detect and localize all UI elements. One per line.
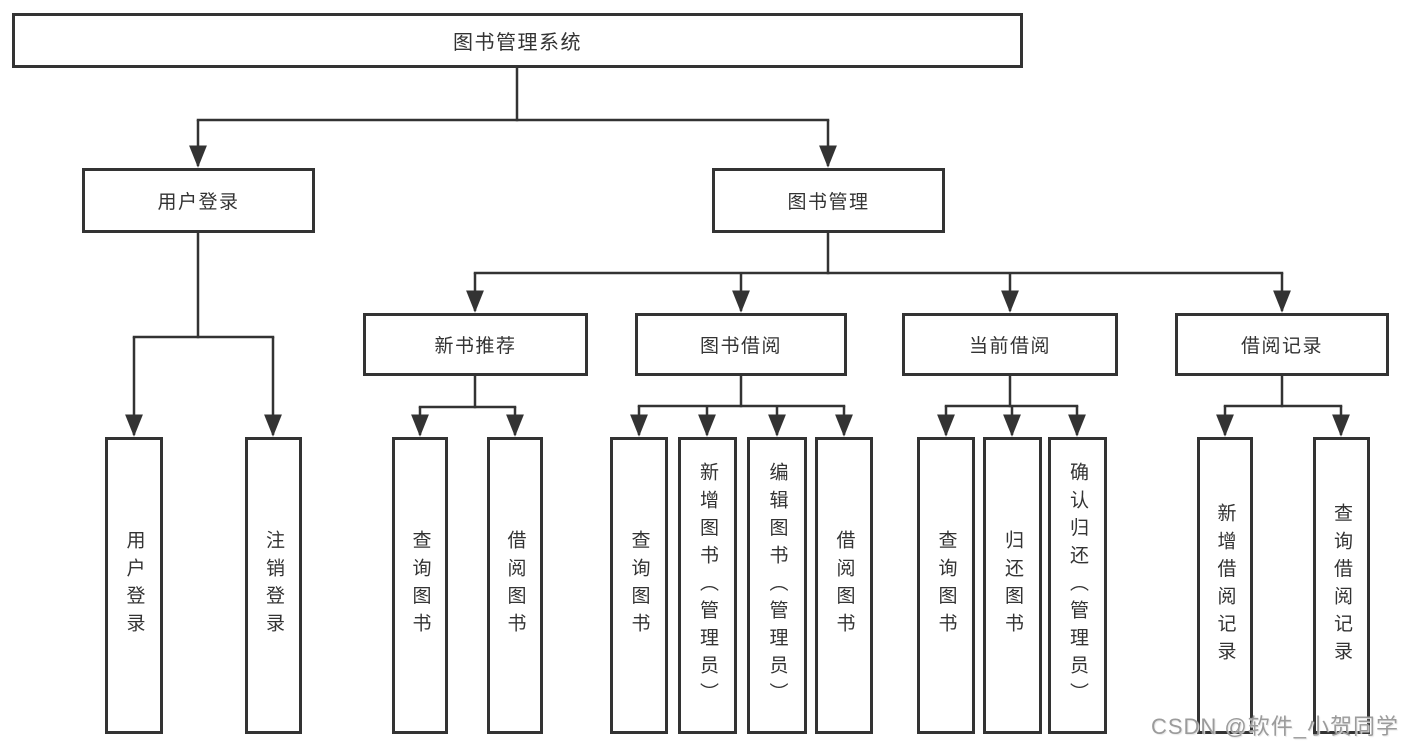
leaf-label: 注销登录 bbox=[263, 530, 284, 641]
leaf-query-books-borrowing: 查询图书 bbox=[610, 437, 668, 734]
leaf-label: 用户登录 bbox=[123, 530, 145, 641]
leaf-query-borrow-record: 查询借阅记录 bbox=[1313, 437, 1370, 734]
leaf-label: 新增图书（管理员） bbox=[697, 461, 718, 710]
node-book-borrowing: 图书借阅 bbox=[635, 313, 847, 376]
node-library-management-system: 图书管理系统 bbox=[12, 13, 1023, 68]
csdn-watermark: CSDN @软件_小贺同学 bbox=[1150, 714, 1399, 739]
leaf-return-books: 归还图书 bbox=[983, 437, 1042, 734]
node-label: 图书管理系统 bbox=[453, 32, 582, 54]
node-book-management-branch: 图书管理 bbox=[712, 168, 945, 233]
leaf-label: 查询图书 bbox=[628, 530, 650, 641]
leaf-label: 新增借阅记录 bbox=[1214, 502, 1236, 669]
leaf-label: 借阅图书 bbox=[833, 530, 855, 641]
leaf-borrow-books-recommend: 借阅图书 bbox=[487, 437, 543, 734]
leaf-label: 编辑图书（管理员） bbox=[766, 461, 788, 710]
node-new-book-recommend: 新书推荐 bbox=[363, 313, 588, 376]
leaf-edit-books-admin: 编辑图书（管理员） bbox=[747, 437, 807, 734]
leaf-label: 借阅图书 bbox=[504, 530, 526, 641]
leaf-confirm-return-admin: 确认归还（管理员） bbox=[1048, 437, 1107, 734]
node-borrowing-records: 借阅记录 bbox=[1175, 313, 1389, 376]
leaf-borrow-books: 借阅图书 bbox=[815, 437, 873, 734]
node-label: 借阅记录 bbox=[1240, 336, 1323, 357]
node-label: 图书管理 bbox=[787, 192, 870, 213]
leaf-add-books-admin: 新增图书（管理员） bbox=[678, 437, 737, 734]
node-label: 图书借阅 bbox=[699, 336, 782, 357]
node-user-login-branch: 用户登录 bbox=[82, 168, 315, 233]
leaf-add-borrow-record: 新增借阅记录 bbox=[1197, 437, 1253, 734]
leaf-label: 查询借阅记录 bbox=[1331, 502, 1352, 669]
node-current-borrowing: 当前借阅 bbox=[902, 313, 1118, 376]
leaf-logout: 注销登录 bbox=[245, 437, 302, 734]
leaf-query-books-current: 查询图书 bbox=[917, 437, 975, 734]
leaf-label: 归还图书 bbox=[1002, 530, 1023, 641]
node-label: 当前借阅 bbox=[968, 336, 1051, 357]
leaf-query-books-recommend: 查询图书 bbox=[392, 437, 448, 734]
leaf-user-login: 用户登录 bbox=[105, 437, 163, 734]
node-label: 用户登录 bbox=[157, 192, 240, 213]
leaf-label: 查询图书 bbox=[935, 530, 957, 641]
leaf-label: 查询图书 bbox=[409, 530, 431, 641]
node-label: 新书推荐 bbox=[434, 336, 517, 357]
leaf-label: 确认归还（管理员） bbox=[1067, 461, 1088, 710]
